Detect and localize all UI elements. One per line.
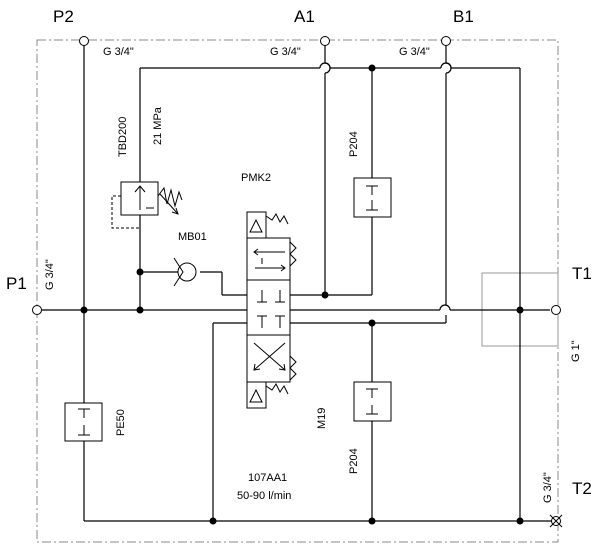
check-valve-icon — [173, 257, 197, 287]
thread-a1-label: G 3/4" — [270, 46, 301, 58]
junction-dot — [136, 268, 144, 276]
filter-icon — [64, 402, 103, 442]
relief-pressure: 21 MPa — [152, 106, 164, 145]
junction-dot — [516, 517, 524, 525]
port-t2-plugged-icon — [549, 514, 563, 528]
junction-dot — [516, 306, 524, 314]
port-p2-circle — [79, 36, 89, 46]
lower-item-code: M19 — [316, 408, 328, 429]
filter-code: PE50 — [115, 409, 127, 436]
thread-p1-label: G 3/4" — [44, 259, 56, 290]
junction-dot — [368, 64, 376, 72]
gauge-upper-icon — [353, 177, 392, 218]
block-outline — [36, 39, 559, 543]
junction-dot — [321, 291, 329, 299]
junction-dot — [368, 319, 376, 327]
relief-valve-code: TBD200 — [117, 117, 129, 157]
block-code: 107AA1 — [248, 472, 287, 484]
valve-code: PMK2 — [241, 172, 271, 184]
junction-dot — [80, 306, 88, 314]
port-p2-label: P2 — [53, 7, 74, 26]
port-t1-circle — [551, 305, 561, 315]
thread-p2-label: G 3/4" — [103, 46, 134, 58]
check-valve-code: MB01 — [178, 231, 207, 243]
crossover-b1 — [445, 62, 452, 74]
port-a1-circle — [320, 36, 330, 46]
thread-t2-label: G 3/4" — [542, 472, 554, 503]
relief-valve-icon — [111, 181, 183, 229]
port-a1-label: A1 — [294, 7, 315, 26]
port-t1-label: T1 — [572, 264, 592, 283]
port-p1-circle — [32, 305, 42, 315]
gauge-lower-icon — [353, 381, 392, 422]
port-p1-label: P1 — [6, 274, 27, 293]
directional-valve-icon — [246, 211, 297, 409]
gauge-lower-code: P204 — [348, 448, 360, 474]
gauge-upper-code: P204 — [348, 131, 360, 157]
junction-dot — [136, 306, 144, 314]
port-t2-label: T2 — [572, 479, 592, 498]
crossover-p1-b — [439, 304, 451, 311]
crossover-a1 — [324, 62, 331, 74]
flow-range: 50-90 l/min — [237, 490, 291, 502]
thread-b1-label: G 3/4" — [399, 46, 430, 58]
port-b1-label: B1 — [453, 7, 474, 26]
thread-t1-label: G 1" — [570, 340, 582, 362]
junction-dot — [368, 517, 376, 525]
port-b1-circle — [441, 36, 451, 46]
junction-dot — [209, 517, 217, 525]
